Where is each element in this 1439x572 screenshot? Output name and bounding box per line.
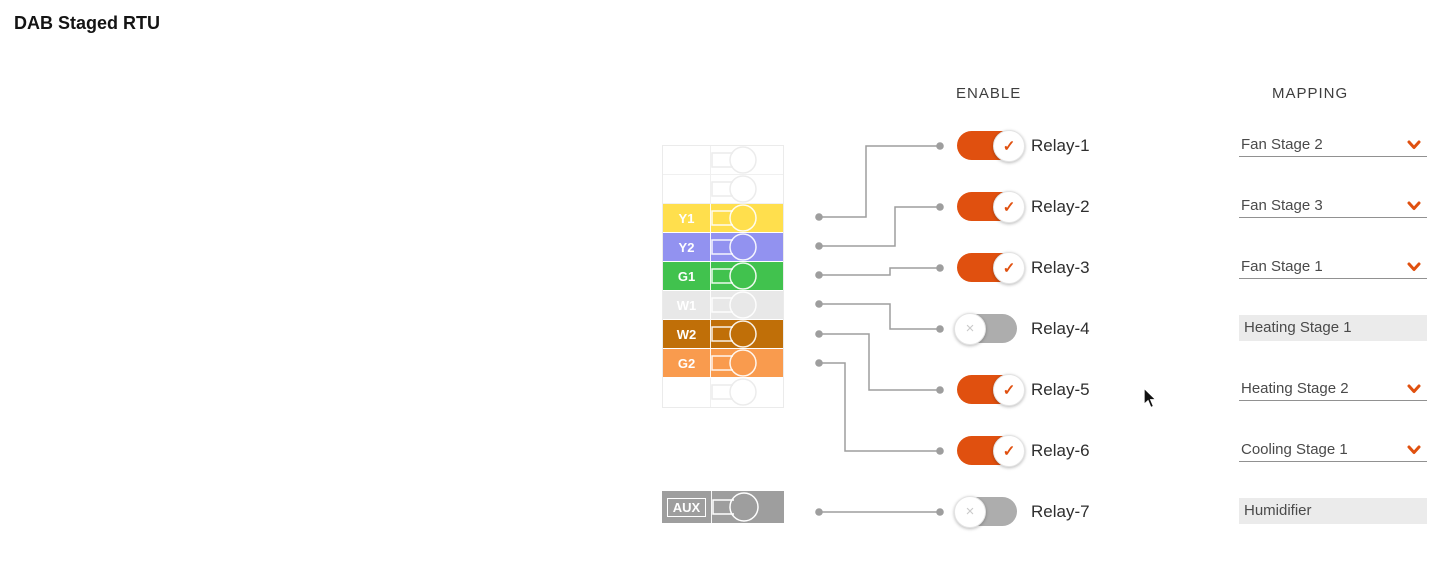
chevron-down-icon [1407, 201, 1421, 210]
spade-connector-icon [711, 175, 783, 203]
terminal-label [663, 175, 711, 203]
terminal-label: Y2 [663, 233, 711, 261]
relay-6-enable-toggle[interactable]: ✓ [957, 434, 1025, 467]
terminal-row-w2: W2 [663, 320, 783, 349]
relay-3-mapping-select[interactable]: Fan Stage 1 [1239, 254, 1427, 279]
relay-5-enable-toggle[interactable]: ✓ [957, 373, 1025, 406]
chevron-down-icon [1407, 384, 1421, 393]
spade-connector-icon [711, 320, 783, 348]
relay-4-label: Relay-4 [1031, 319, 1090, 338]
mouse-cursor [1143, 387, 1158, 409]
terminal-row-g2: G2 [663, 349, 783, 378]
relay-4-mapping-select: Heating Stage 1 [1239, 315, 1427, 341]
terminal-label [663, 378, 711, 407]
relay-5-mapping-select[interactable]: Heating Stage 2 [1239, 376, 1427, 401]
terminal-label: W1 [663, 291, 711, 319]
relay-6-mapping-select[interactable]: Cooling Stage 1 [1239, 437, 1427, 462]
aux-label-cell: AUX [662, 491, 712, 523]
relay-6-label: Relay-6 [1031, 441, 1090, 460]
chevron-down-icon [1407, 262, 1421, 271]
relay-1-enable-toggle[interactable]: ✓ [957, 129, 1025, 162]
terminal-row-y2: Y2 [663, 233, 783, 262]
spade-connector-icon [711, 233, 783, 261]
terminal-row-empty [663, 378, 783, 407]
relay-1-mapping-select[interactable]: Fan Stage 2 [1239, 132, 1427, 157]
terminal-row-empty [663, 175, 783, 204]
relay-1-label: Relay-1 [1031, 136, 1090, 155]
relay-3-label: Relay-3 [1031, 258, 1090, 277]
relay-3-enable-toggle[interactable]: ✓ [957, 251, 1025, 284]
spade-connector-icon [711, 262, 783, 290]
terminal-label: W2 [663, 320, 711, 348]
relay-7-mapping-select: Humidifier [1239, 498, 1427, 524]
spade-connector-icon [711, 146, 783, 174]
terminal-label: G1 [663, 262, 711, 290]
relay-7-enable-toggle[interactable]: × [954, 495, 1017, 528]
terminal-row-g1: G1 [663, 262, 783, 291]
check-icon: ✓ [993, 190, 1025, 223]
aux-terminal: AUX [662, 491, 784, 523]
relay-2-enable-toggle[interactable]: ✓ [957, 190, 1025, 223]
chevron-down-icon [1407, 445, 1421, 454]
spade-connector-icon [711, 291, 783, 319]
page-title: DAB Staged RTU [14, 13, 161, 33]
aux-spade-connector-icon [712, 491, 784, 523]
x-icon: × [954, 312, 986, 345]
mapping-column-header: MAPPING [1272, 85, 1349, 102]
aux-label: AUX [666, 497, 707, 517]
check-icon: ✓ [993, 373, 1025, 406]
relay-2-mapping-select[interactable]: Fan Stage 3 [1239, 193, 1427, 218]
x-icon: × [954, 495, 986, 528]
check-icon: ✓ [993, 434, 1025, 467]
terminal-label: G2 [663, 349, 711, 377]
terminal-row-w1: W1 [663, 291, 783, 320]
terminal-label [663, 146, 711, 174]
terminal-label: Y1 [663, 204, 711, 232]
spade-connector-icon [711, 378, 783, 407]
relay-5-label: Relay-5 [1031, 380, 1090, 399]
check-icon: ✓ [993, 129, 1025, 162]
relay-2-label: Relay-2 [1031, 197, 1090, 216]
check-icon: ✓ [993, 251, 1025, 284]
terminal-row-y1: Y1 [663, 204, 783, 233]
spade-connector-icon [711, 204, 783, 232]
spade-connector-icon [711, 349, 783, 377]
chevron-down-icon [1407, 140, 1421, 149]
enable-column-header: ENABLE [956, 85, 1022, 102]
relay-7-label: Relay-7 [1031, 502, 1090, 521]
terminal-row-empty [663, 146, 783, 175]
relay-4-enable-toggle[interactable]: × [954, 312, 1017, 345]
